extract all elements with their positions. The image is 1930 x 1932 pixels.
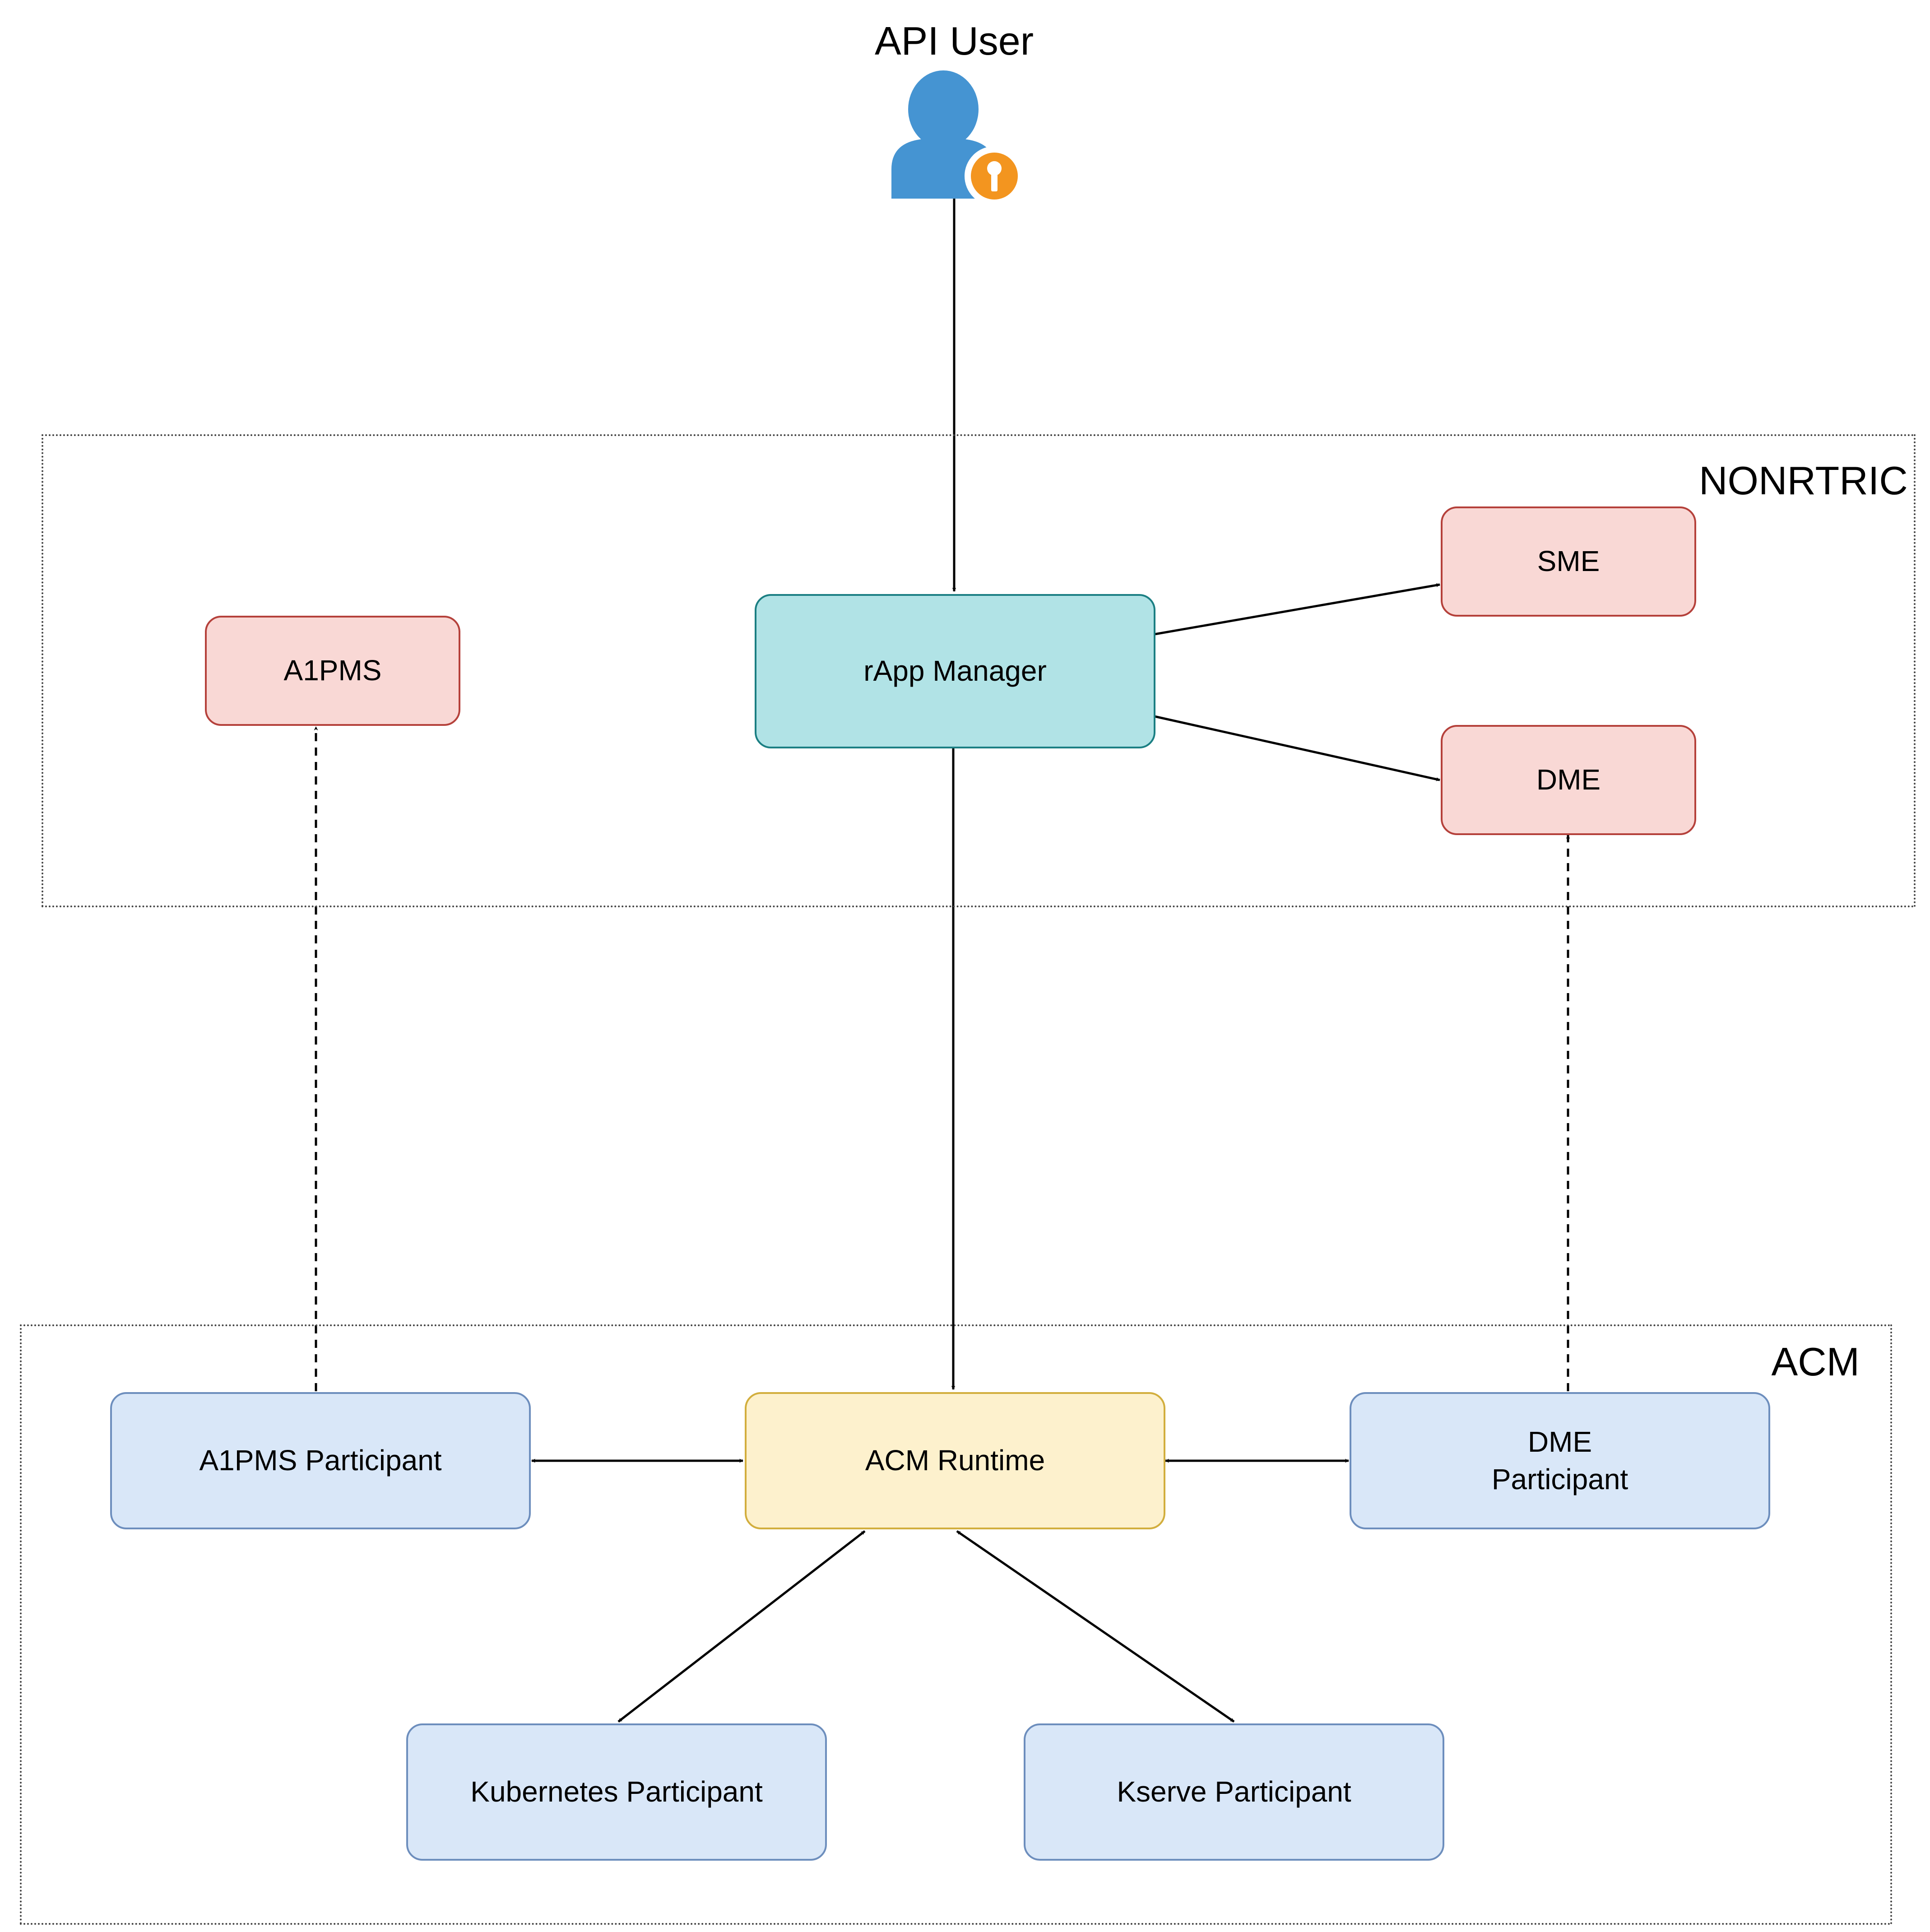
node-sme[interactable]: SME: [1441, 506, 1696, 617]
group-nonrtric: [42, 434, 1916, 907]
node-dme-label: DME: [1536, 763, 1601, 796]
edge-rapp-manager-to-sme: [1154, 583, 1440, 636]
user-key-icon: [891, 70, 1024, 203]
edge-acm-runtime-kubernetes-participant: [617, 1530, 866, 1723]
node-dme[interactable]: DME: [1441, 725, 1696, 835]
node-dme-participant-label-line2: Participant: [1491, 1463, 1628, 1495]
group-acm-label: ACM: [1771, 1339, 1860, 1384]
node-kserve-participant[interactable]: Kserve Participant: [1024, 1723, 1444, 1861]
node-dme-participant[interactable]: DME Participant: [1350, 1392, 1770, 1529]
node-sme-label: SME: [1537, 545, 1600, 578]
node-acm-runtime[interactable]: ACM Runtime: [745, 1392, 1165, 1529]
node-a1pms-participant-label: A1PMS Participant: [199, 1444, 442, 1477]
node-kubernetes-participant[interactable]: Kubernetes Participant: [406, 1723, 827, 1861]
node-kubernetes-participant-label: Kubernetes Participant: [470, 1775, 763, 1808]
group-nonrtric-label: NONRTRIC: [1699, 458, 1908, 503]
edge-rapp-manager-to-dme: [1154, 715, 1440, 781]
node-kserve-participant-label: Kserve Participant: [1117, 1775, 1351, 1808]
node-a1pms-label: A1PMS: [283, 654, 382, 687]
node-a1pms[interactable]: A1PMS: [205, 616, 460, 726]
node-rapp-manager-label: rApp Manager: [863, 655, 1047, 687]
node-a1pms-participant[interactable]: A1PMS Participant: [110, 1392, 531, 1529]
group-acm: [20, 1324, 1892, 1925]
node-dme-participant-label-line1: DME: [1527, 1425, 1592, 1458]
api-user-title: API User: [874, 19, 1034, 63]
edge-acm-runtime-kserve-participant: [956, 1530, 1235, 1723]
node-acm-runtime-label: ACM Runtime: [865, 1444, 1045, 1477]
node-rapp-manager[interactable]: rApp Manager: [755, 594, 1155, 748]
